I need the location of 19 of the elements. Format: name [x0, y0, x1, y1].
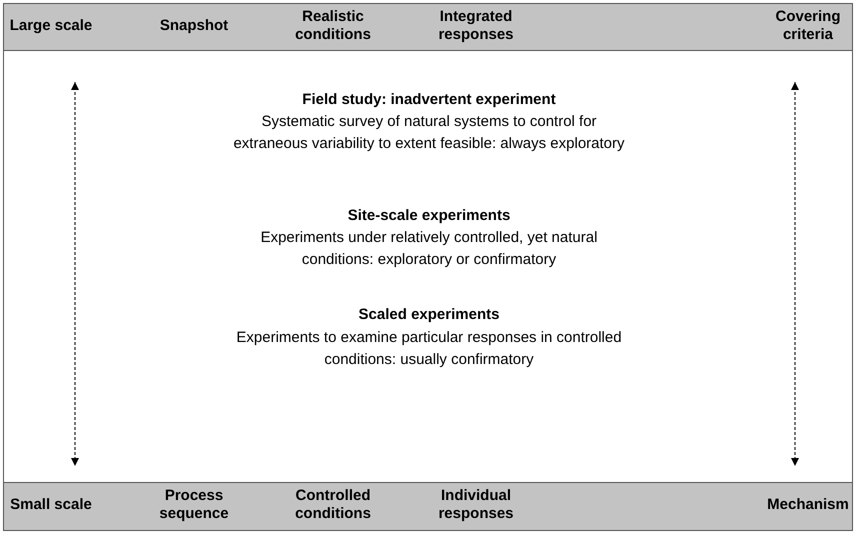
section-heading: Field study: inadvertent experiment [301, 91, 557, 109]
column-label: Process sequence [158, 486, 230, 524]
column-label: Covering criteria [774, 7, 842, 45]
section-description: Systematic survey of natural systems to control for extraneous variability to extent feasible: always exploratory [232, 112, 626, 154]
column-label: Small scale [9, 495, 93, 515]
column-label: Realistic conditions [294, 7, 372, 45]
section-heading: Site-scale experiments [346, 207, 512, 225]
column-label: Controlled conditions [294, 486, 372, 524]
column-label: Individual responses [437, 486, 515, 524]
section-description: Experiments under relatively controlled, yet natural conditions: exploratory or confirmatory [260, 228, 598, 270]
column-label: Integrated responses [437, 7, 515, 45]
column-label: Snapshot [158, 16, 230, 36]
column-label: Mechanism [766, 495, 850, 515]
footer-band [3, 482, 853, 531]
column-label: Large scale [8, 16, 94, 36]
section-description: Experiments to examine particular responses in controlled conditions: usually confirmatory [235, 328, 623, 370]
section-heading: Scaled experiments [358, 306, 500, 324]
content-panel [3, 51, 853, 482]
header-band [3, 3, 853, 51]
